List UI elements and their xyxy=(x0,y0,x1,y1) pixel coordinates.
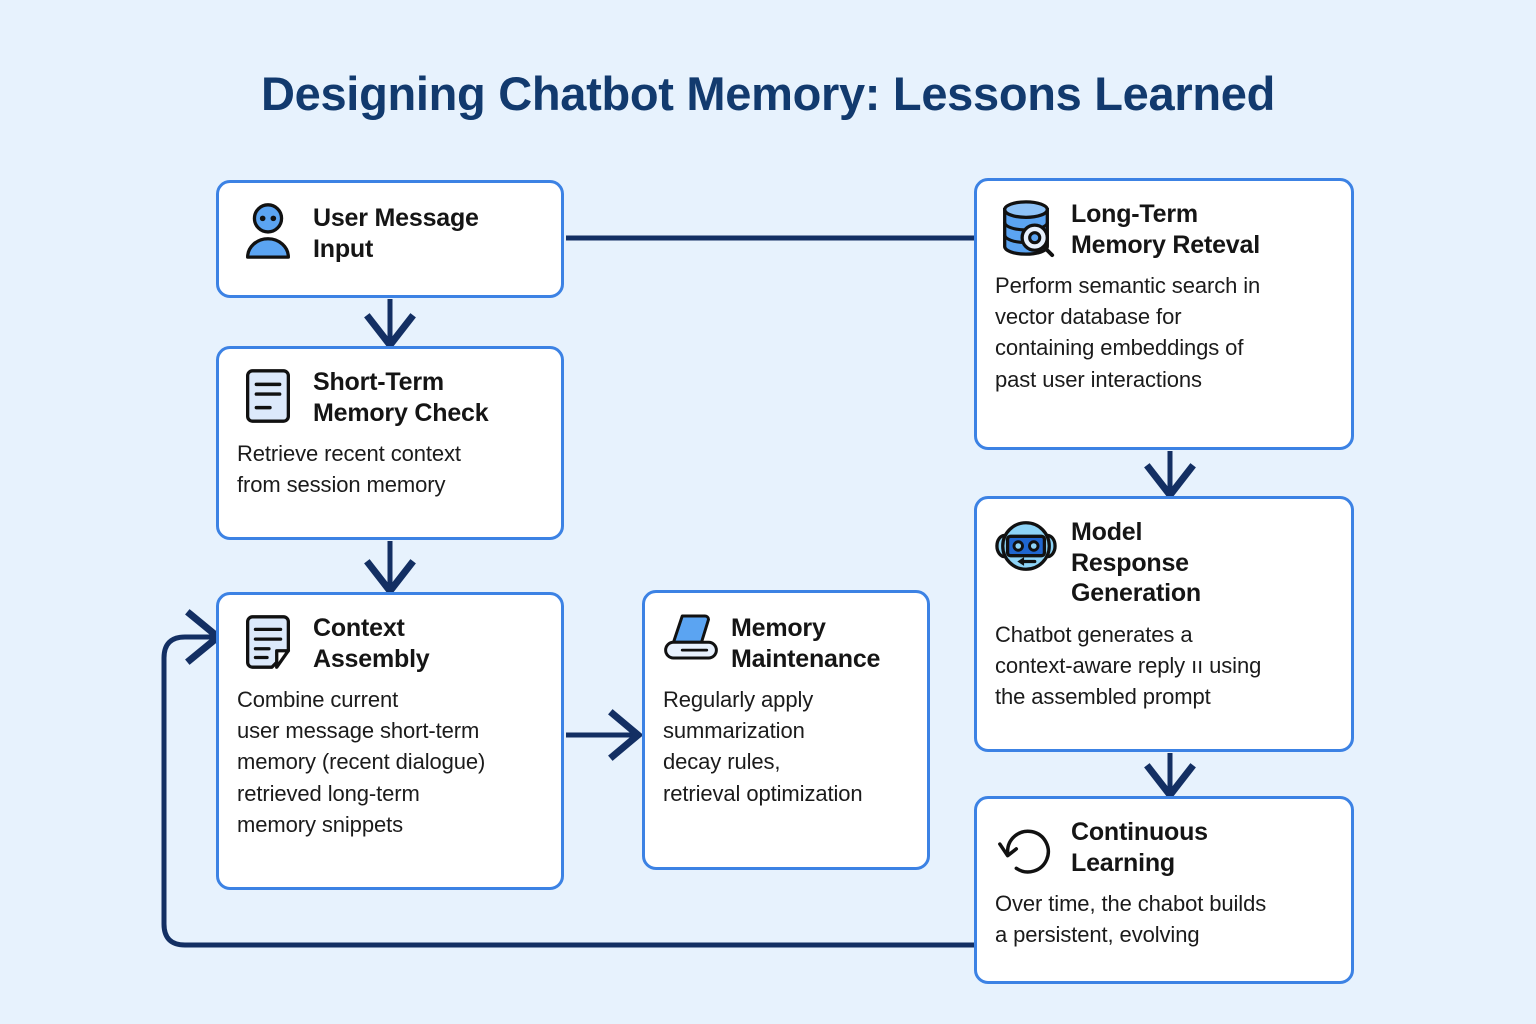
node-model-response-generation[interactable]: Model Response Generation Chatbot genera… xyxy=(974,496,1354,752)
title-line: Context xyxy=(313,614,405,642)
node-header: Continuous Learning xyxy=(995,815,1333,878)
title-line: Input xyxy=(313,234,374,263)
node-title: Model Response Generation xyxy=(1071,515,1201,609)
title-line: Long-Term xyxy=(1071,200,1198,228)
desc-line: decay rules, xyxy=(663,749,781,775)
connector-user-to-shortterm xyxy=(364,299,416,351)
node-title: Memory Maintenance xyxy=(731,609,880,674)
node-memory-maintenance[interactable]: Memory Maintenance Regularly apply summa… xyxy=(642,590,930,870)
desc-line: the assembled prompt xyxy=(995,683,1211,709)
desc-line: Over time, the chabot builds xyxy=(995,891,1267,916)
title-line: Continuous xyxy=(1071,818,1208,846)
node-user-message-input[interactable]: User Message Input xyxy=(216,180,564,298)
node-long-term-memory-retrieval[interactable]: Long-Term Memory Reteval Perform semanti… xyxy=(974,178,1354,450)
node-title: Long-Term Memory Reteval xyxy=(1071,197,1260,260)
title-line: Learning xyxy=(1071,848,1175,877)
node-description: Regularly apply summarization decay rule… xyxy=(663,684,909,809)
node-title: Short-Term Memory Check xyxy=(313,365,489,428)
desc-line: summarization xyxy=(663,718,805,744)
connector-shortterm-to-context xyxy=(364,541,416,597)
node-header: Context Assembly xyxy=(237,611,543,674)
title-line: Memory xyxy=(731,614,826,642)
node-description: Combine current user message short-term … xyxy=(237,684,543,840)
database-search-icon xyxy=(1003,200,1055,258)
node-header: Memory Maintenance xyxy=(663,609,909,674)
desc-line: context-aware reply ıı using xyxy=(995,652,1262,678)
node-description: Retrieve recent context from session mem… xyxy=(237,438,543,500)
eraser-icon xyxy=(664,614,718,660)
desc-line: vector database for xyxy=(995,304,1182,330)
title-line: Response xyxy=(1071,548,1189,577)
desc-line: Chatbot generates a xyxy=(995,621,1193,647)
connector-longterm-to-model xyxy=(1144,451,1196,501)
desc-line: retrieval optimization xyxy=(663,780,863,806)
circular-refresh-arrow-icon xyxy=(998,829,1051,874)
desc-line: containing embeddings of xyxy=(995,335,1244,361)
title-line: Maintenance xyxy=(731,644,881,673)
node-context-assembly[interactable]: Context Assembly Combine current user me… xyxy=(216,592,564,890)
node-title: Context Assembly xyxy=(313,611,430,674)
node-continuous-learning[interactable]: Continuous Learning Over time, the chabo… xyxy=(974,796,1354,984)
desc-line: retrieved long-term xyxy=(237,780,420,806)
user-avatar-icon xyxy=(246,203,290,259)
connector-model-to-continuous xyxy=(1144,753,1196,801)
node-header: Model Response Generation xyxy=(995,515,1333,609)
desc-line: Regularly apply xyxy=(663,687,814,712)
desc-line: Combine current xyxy=(237,687,399,712)
title-line: Short-Term xyxy=(313,368,444,396)
desc-line: from session memory xyxy=(237,472,446,498)
node-title: Continuous Learning xyxy=(1071,815,1208,878)
robot-icon xyxy=(995,521,1057,571)
desc-line: user message short-term xyxy=(237,718,480,744)
document-folded-corner-icon xyxy=(246,615,290,669)
desc-line: a persistent, evolving xyxy=(995,922,1200,948)
desc-line: past user interactions xyxy=(995,366,1202,392)
title-line: Generation xyxy=(1071,579,1201,607)
document-lines-icon xyxy=(246,369,290,423)
page-title: Designing Chatbot Memory: Lessons Learne… xyxy=(260,67,1275,120)
node-description: Perform semantic search in vector databa… xyxy=(995,270,1333,395)
title-line: Memory Reteval xyxy=(1071,230,1260,259)
desc-line: Retrieve recent context xyxy=(237,441,461,466)
desc-line: Perform semantic search in xyxy=(995,273,1261,298)
node-header: Long-Term Memory Reteval xyxy=(995,197,1333,260)
node-description: Over time, the chabot builds a persisten… xyxy=(995,888,1333,950)
title-line: Assembly xyxy=(313,644,430,673)
title-line: Memory Check xyxy=(313,398,489,427)
node-header: User Message Input xyxy=(237,199,543,264)
node-header: Short-Term Memory Check xyxy=(237,365,543,428)
desc-line: memory (recent dialogue) xyxy=(237,749,486,775)
node-short-term-memory-check[interactable]: Short-Term Memory Check Retrieve recent … xyxy=(216,346,564,540)
desc-line: memory snippets xyxy=(237,811,404,837)
title-line: User Message xyxy=(313,204,479,232)
title-line: Model xyxy=(1071,518,1143,546)
node-description: Chatbot generates a context-aware reply … xyxy=(995,619,1333,713)
connector-context-to-maintenance xyxy=(566,709,644,761)
node-title: User Message Input xyxy=(313,199,479,264)
